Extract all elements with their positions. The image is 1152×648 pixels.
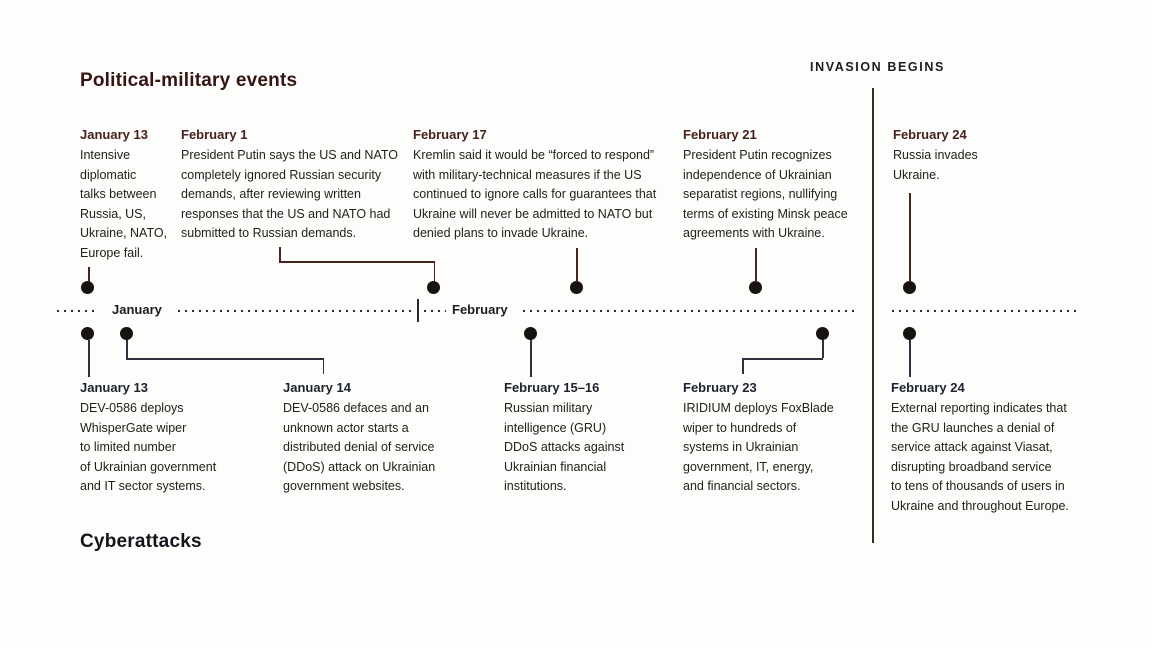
invasion-divider-line (872, 88, 874, 543)
event-text: Russia invades Ukraine. (893, 148, 978, 182)
timeline-axis-segment (523, 310, 856, 312)
connector-feb21 (755, 248, 757, 282)
event-dot-jan14 (120, 327, 133, 340)
connector-jan13-top (88, 267, 90, 282)
event-jan13-top: January 13 Intensive diplomatic talks be… (80, 127, 167, 263)
event-dot-feb21 (749, 281, 762, 294)
connector-feb17 (576, 248, 578, 282)
event-text: Intensive diplomatic talks between Russi… (80, 148, 168, 260)
event-dot-feb15-16 (524, 327, 537, 340)
invasion-begins-label: INVASION BEGINS (810, 60, 945, 74)
connector-feb24-bottom (909, 340, 911, 377)
connector-feb1-drop (433, 261, 435, 282)
event-text: IRIDIUM deploys FoxBlade wiper to hundre… (683, 401, 834, 493)
event-text: DEV-0586 deploys WhisperGate wiper to li… (80, 401, 217, 493)
event-text: Russian military intelligence (GRU) DDoS… (504, 401, 625, 493)
event-date: February 24 (891, 380, 965, 395)
month-label-february: February (452, 302, 508, 317)
connector-feb23-end (742, 358, 744, 374)
event-date: January 13 (80, 380, 148, 395)
event-date: February 15–16 (504, 380, 600, 395)
event-text: External reporting indicates that the GR… (891, 401, 1069, 513)
event-dot-jan13-bottom (81, 327, 94, 340)
event-text: Kremlin said it would be “forced to resp… (413, 148, 657, 240)
event-jan14: January 14 DEV-0586 defaces and an unkno… (283, 380, 435, 497)
event-feb15-16: February 15–16 Russian military intellig… (504, 380, 624, 497)
timeline-axis-segment (424, 310, 446, 312)
event-dot-feb17 (570, 281, 583, 294)
connector-feb1-riser (279, 247, 281, 261)
connector-jan13-bottom (88, 340, 90, 377)
connector-feb24-top (909, 193, 911, 282)
event-feb21: February 21 President Putin recognizes i… (683, 127, 848, 244)
event-dot-feb1 (427, 281, 440, 294)
connector-feb23-horizontal (742, 358, 823, 360)
event-text: President Putin recognizes independence … (683, 148, 848, 240)
february-start-tick (417, 299, 419, 322)
event-feb1: February 1 President Putin says the US a… (181, 127, 398, 244)
event-date: January 13 (80, 127, 148, 142)
connector-jan14-drop (126, 340, 128, 358)
bottom-section-title: Cyberattacks (80, 531, 202, 552)
event-dot-feb23 (816, 327, 829, 340)
event-date: February 1 (181, 127, 248, 142)
event-feb24-bottom: February 24 External reporting indicates… (891, 380, 1069, 516)
event-text: DEV-0586 defaces and an unknown actor st… (283, 401, 436, 493)
event-dot-feb24-top (903, 281, 916, 294)
event-dot-jan13-top (81, 281, 94, 294)
timeline-axis-segment (57, 310, 97, 312)
event-text: President Putin says the US and NATO com… (181, 148, 399, 240)
event-feb17: February 17 Kremlin said it would be “fo… (413, 127, 656, 244)
event-feb24-top: February 24 Russia invades Ukraine. (893, 127, 978, 185)
event-feb23: February 23 IRIDIUM deploys FoxBlade wip… (683, 380, 834, 497)
connector-feb15-16 (530, 340, 532, 377)
event-date: January 14 (283, 380, 351, 395)
connector-jan14-end (322, 358, 324, 374)
month-label-january: January (112, 302, 162, 317)
connector-feb23-drop (822, 340, 824, 358)
connector-jan14-horizontal (126, 358, 324, 360)
event-jan13-bottom: January 13 DEV-0586 deploys WhisperGate … (80, 380, 216, 497)
event-date: February 24 (893, 127, 967, 142)
event-dot-feb24-bottom (903, 327, 916, 340)
event-date: February 23 (683, 380, 757, 395)
timeline-axis-segment (178, 310, 412, 312)
top-section-title: Political-military events (80, 70, 298, 91)
timeline-axis-segment (892, 310, 1076, 312)
connector-feb1-horizontal (279, 261, 435, 263)
event-date: February 17 (413, 127, 487, 142)
event-date: February 21 (683, 127, 757, 142)
